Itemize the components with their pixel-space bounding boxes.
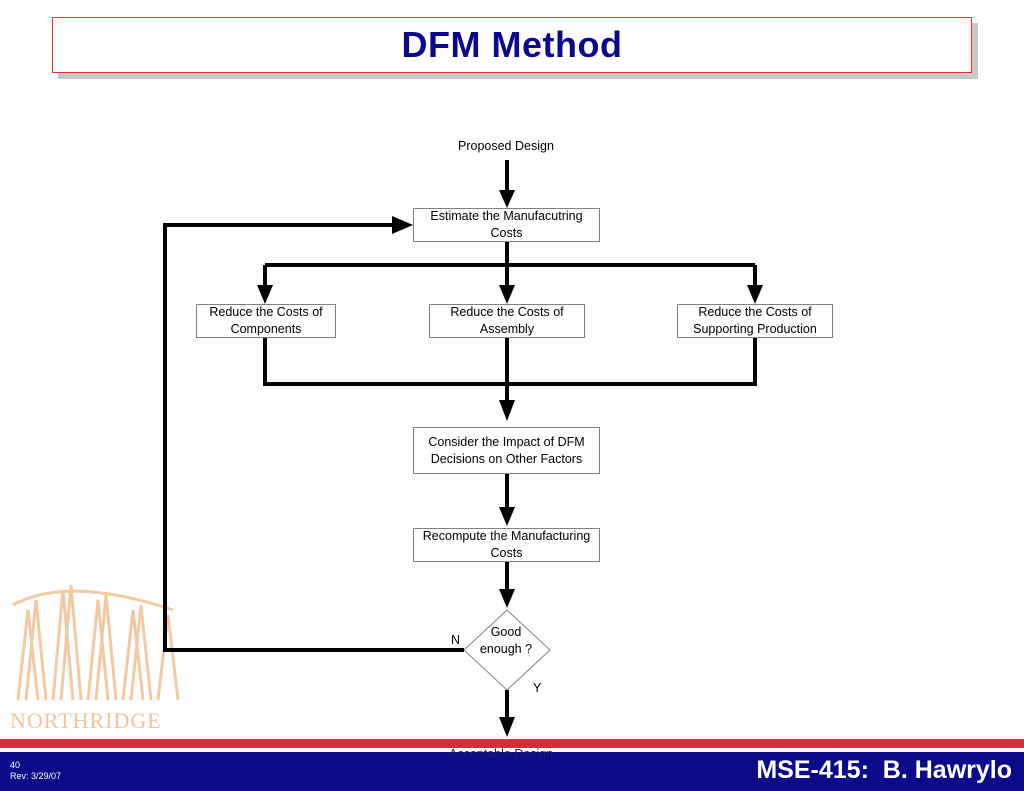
connector-no-loop — [163, 223, 464, 652]
arrow-to-recompute — [499, 507, 515, 526]
arrow-to-assembly — [499, 285, 515, 304]
footer-course-title: MSE-415: B. Hawrylo — [756, 756, 1012, 784]
watermark-text: NORTHRIDGE — [10, 708, 162, 733]
footer-red-stripe — [0, 739, 1024, 748]
slide-number: 40 — [10, 760, 21, 770]
recompute-costs-box: Recompute the Manufacturing Costs — [413, 528, 600, 562]
arrow-to-supporting — [747, 285, 763, 304]
reduce-components-box: Reduce the Costs of Components — [196, 304, 336, 338]
consider-impact-box: Consider the Impact of DFM Decisions on … — [413, 427, 600, 474]
consider-impact-label: Consider the Impact of DFM Decisions on … — [428, 434, 585, 466]
footer-band — [0, 752, 1024, 791]
arrow-start-estimate — [499, 190, 515, 208]
recompute-costs-label: Recompute the Manufacturing Costs — [422, 529, 591, 560]
yes-label: Y — [533, 681, 542, 695]
estimate-costs-box: Estimate the Manufacutring Costs — [413, 208, 600, 242]
slide-title: DFM Method — [401, 24, 623, 65]
revision-date: Rev: 3/29/07 — [10, 771, 62, 781]
reduce-supporting-label: Reduce the Costs of Supporting Productio… — [693, 305, 817, 336]
arrow-to-decision — [499, 589, 515, 608]
footer-white-stripe — [0, 748, 1024, 752]
estimate-costs-label: Estimate the Manufacutring Costs — [430, 209, 583, 240]
start-label: Proposed Design — [458, 139, 554, 153]
title-box: DFM Method — [52, 17, 972, 73]
reduce-assembly-box: Reduce the Costs of Assembly — [429, 304, 585, 338]
arrow-to-consider — [499, 400, 515, 421]
reduce-supporting-box: Reduce the Costs of Supporting Productio… — [677, 304, 833, 338]
university-logo-watermark: NORTHRIDGE — [10, 584, 180, 733]
arrow-to-components — [257, 285, 273, 304]
arrow-loop-to-estimate — [392, 216, 413, 234]
arrow-to-end — [499, 717, 515, 737]
end-label: Acceptable Design — [449, 747, 554, 761]
decision-label: Good enough ? — [479, 625, 533, 656]
reduce-assembly-label: Reduce the Costs of Assembly — [450, 305, 564, 336]
reduce-components-label: Reduce the Costs of Components — [209, 305, 323, 336]
no-label: N — [451, 633, 461, 647]
